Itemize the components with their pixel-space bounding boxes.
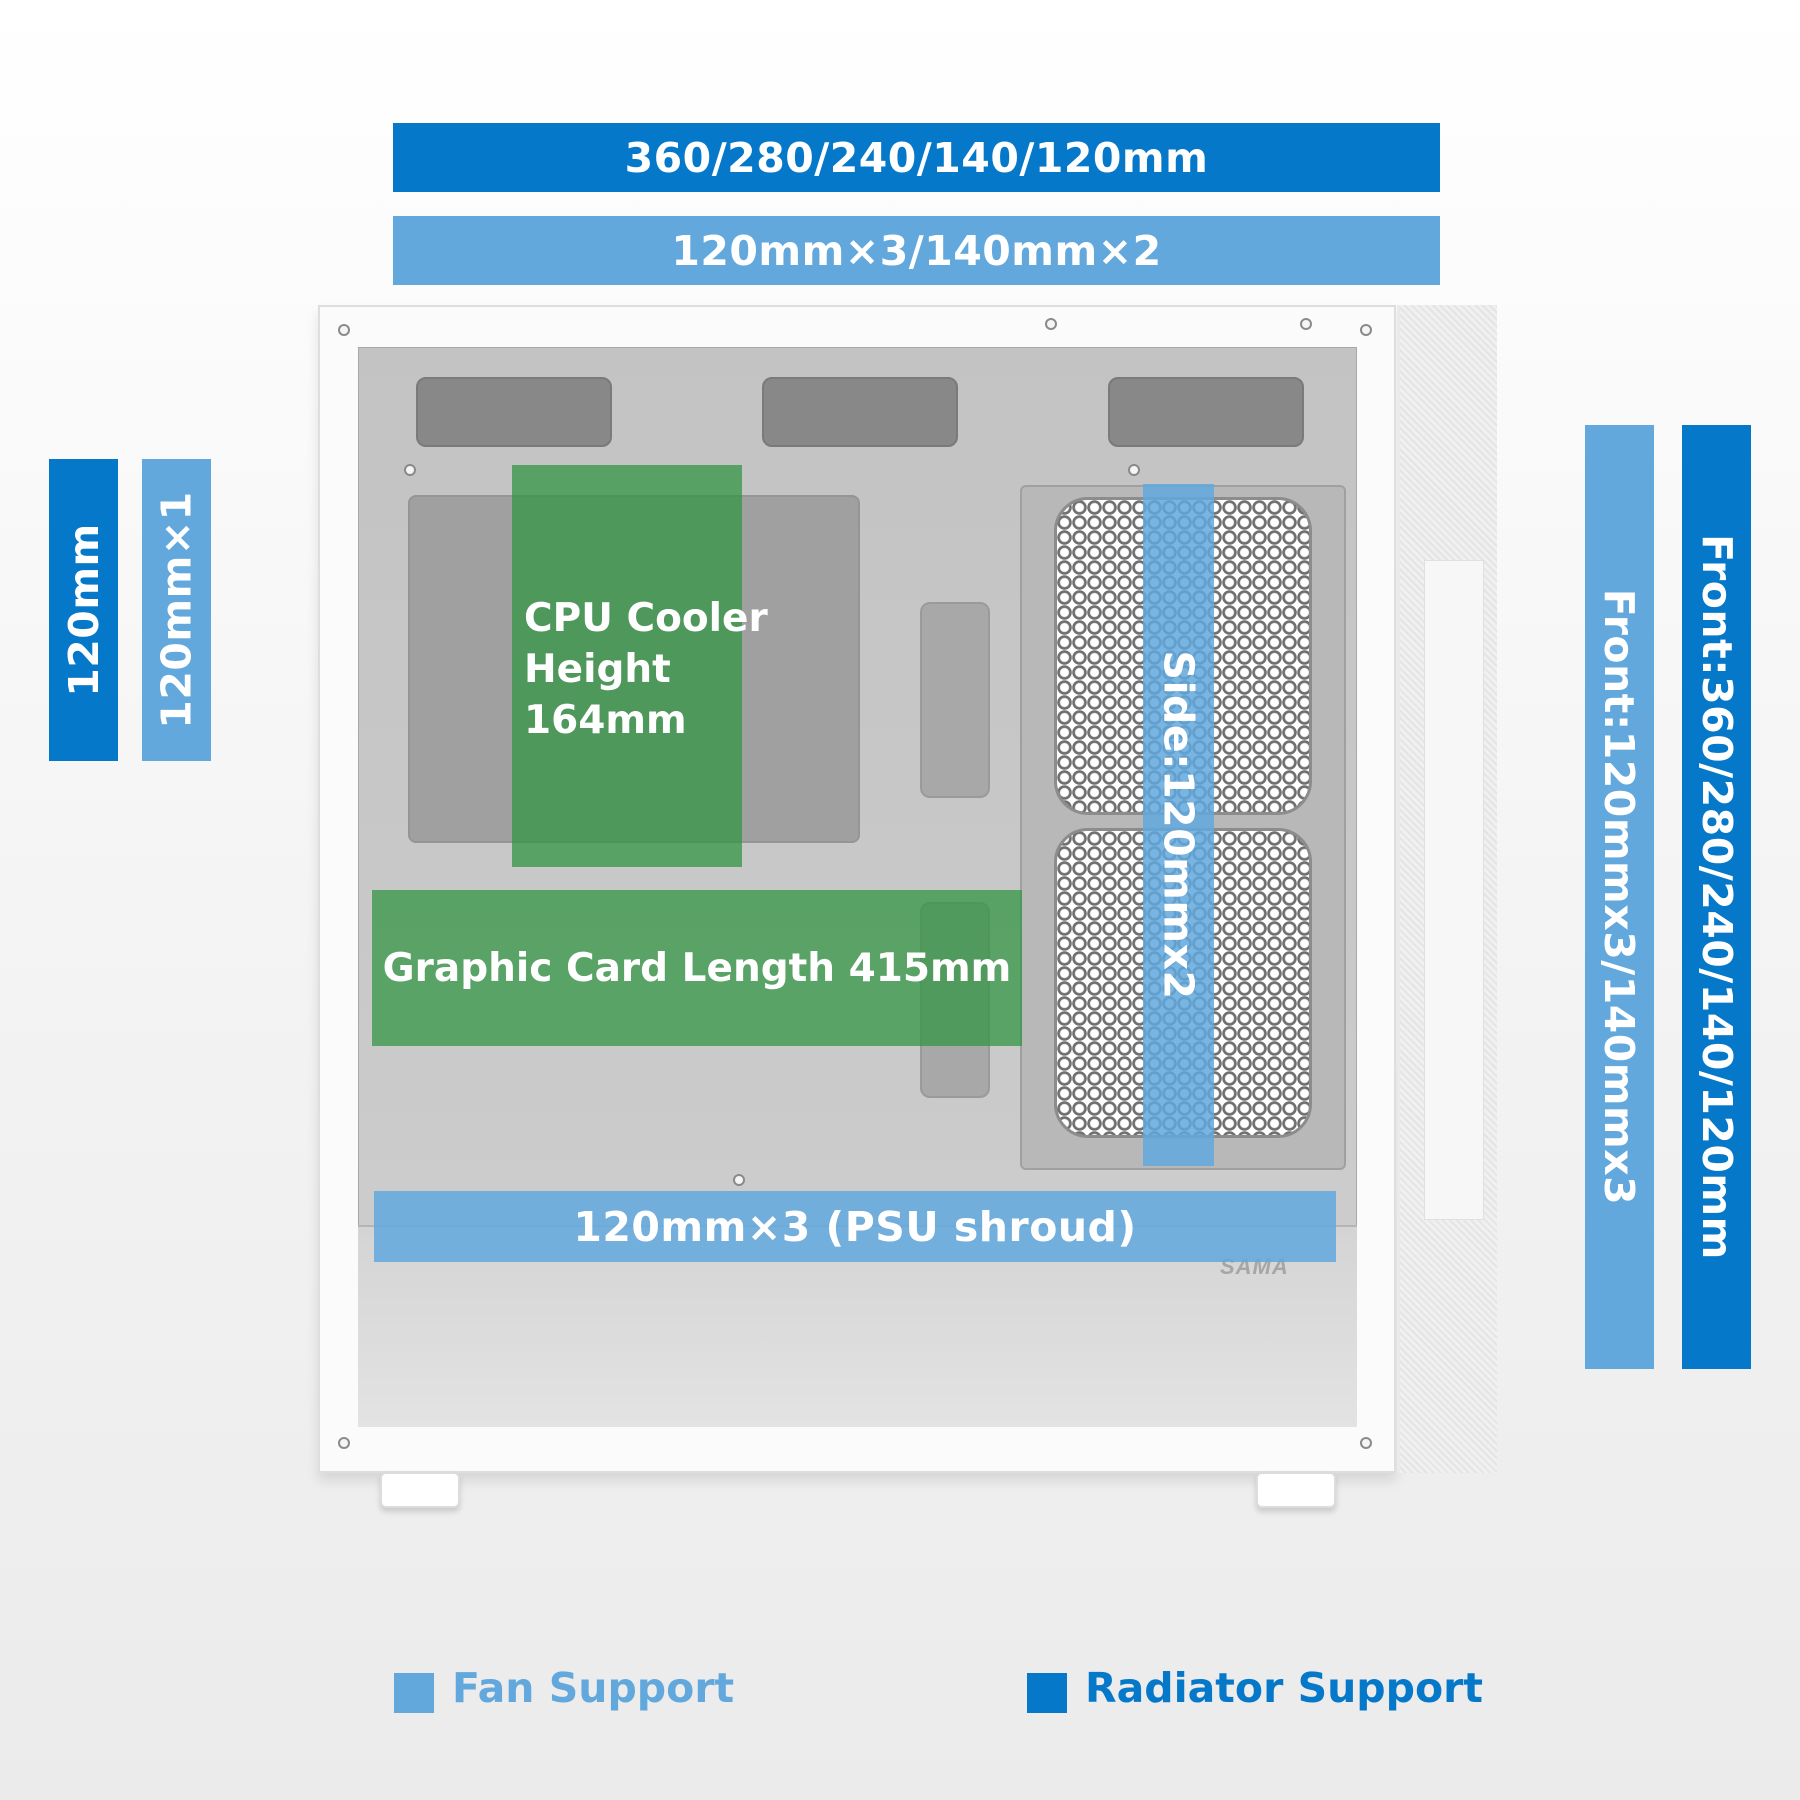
cpu-cooler-clearance: CPU Cooler Height 164mm — [512, 465, 768, 867]
top-radiator-support-label: 360/280/240/140/120mm — [624, 133, 1209, 182]
front-panel-inset — [1424, 560, 1484, 1220]
psu-shroud-fan-support-bar: 120mm×3 (PSU shroud) — [374, 1191, 1336, 1262]
graphics-card-clearance: Graphic Card Length 415mm — [372, 890, 1022, 1046]
graphics-card-label: Graphic Card Length 415mm — [382, 945, 1012, 991]
front-radiator-support-bar: Front:360/280/240/140/120mm — [1682, 425, 1751, 1369]
case-foot — [380, 1472, 460, 1508]
cpu-cooler-label-line2: Height — [524, 647, 671, 692]
cable-cutout — [920, 602, 990, 798]
cpu-cooler-label-line3: 164mm — [524, 698, 687, 743]
screw — [1128, 464, 1140, 476]
rear-fan-support-label: 120mm×1 — [152, 491, 201, 729]
fan-support-legend-swatch — [394, 1673, 434, 1713]
top-radiator-support-bar: 360/280/240/140/120mm — [393, 123, 1440, 192]
top-slot — [1108, 377, 1304, 447]
radiator-support-legend-swatch — [1027, 1673, 1067, 1713]
side-fan-support-bar: Side:120mmx2 — [1143, 484, 1214, 1166]
cpu-cooler-label-line1: CPU Cooler — [524, 596, 768, 641]
rear-radiator-support-bar: 120mm — [49, 459, 118, 761]
screw — [404, 464, 416, 476]
case-foot — [1256, 1472, 1336, 1508]
front-fan-support-bar: Front:120mmx3/140mmx3 — [1585, 425, 1654, 1369]
rear-fan-support-bar: 120mm×1 — [142, 459, 211, 761]
top-fan-support-label: 120mm×3/140mm×2 — [671, 226, 1162, 275]
radiator-support-legend-label: Radiator Support — [1085, 1664, 1483, 1712]
front-radiator-support-label: Front:360/280/240/140/120mm — [1692, 534, 1741, 1260]
screw — [338, 1437, 350, 1449]
side-fan-support-label: Side:120mmx2 — [1154, 650, 1203, 1000]
screw — [1360, 324, 1372, 336]
psu-shroud-fan-support-label: 120mm×3 (PSU shroud) — [573, 1202, 1137, 1251]
front-fan-support-label: Front:120mmx3/140mmx3 — [1595, 588, 1644, 1206]
screw — [1045, 318, 1057, 330]
top-slot — [416, 377, 612, 447]
screw — [1360, 1437, 1372, 1449]
screw — [1300, 318, 1312, 330]
top-fan-support-bar: 120mm×3/140mm×2 — [393, 216, 1440, 285]
screw — [338, 324, 350, 336]
fan-support-legend-label: Fan Support — [452, 1664, 735, 1712]
rear-radiator-support-label: 120mm — [59, 523, 108, 697]
screw — [733, 1174, 745, 1186]
top-slot — [762, 377, 958, 447]
